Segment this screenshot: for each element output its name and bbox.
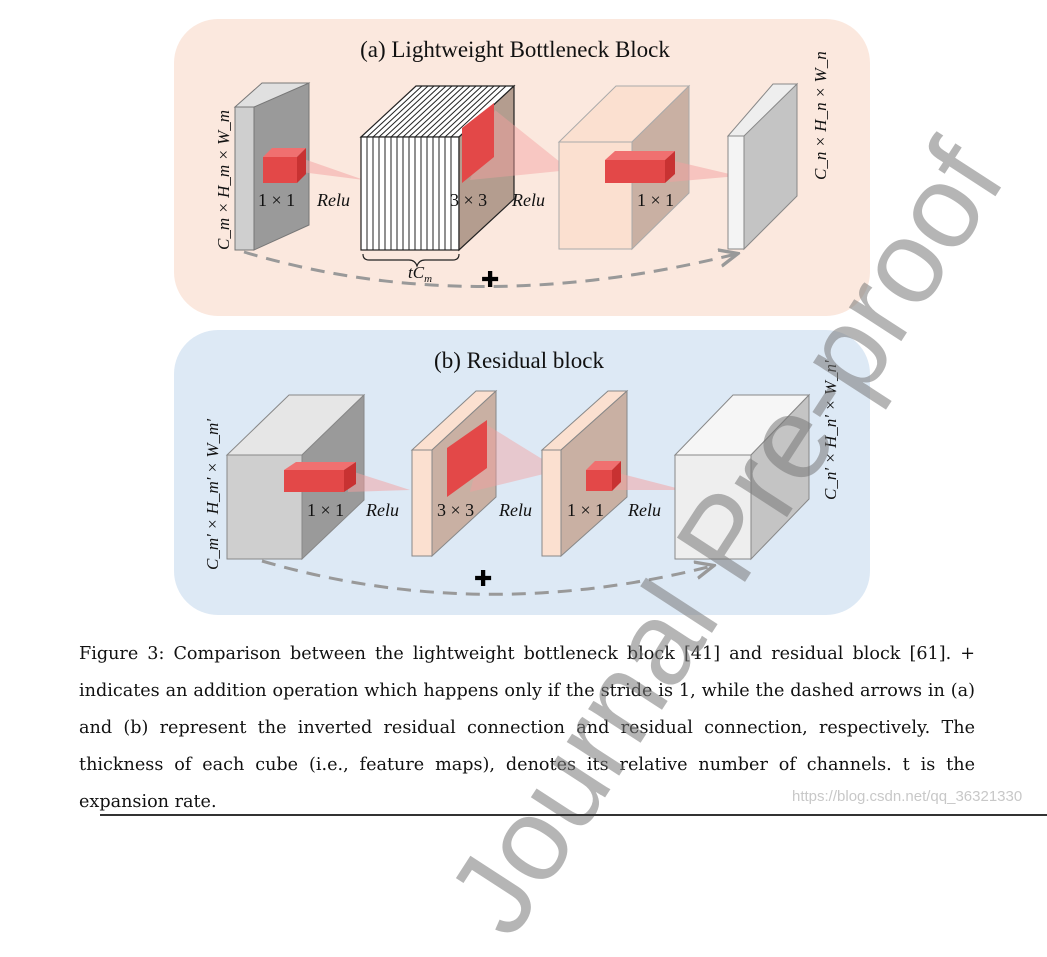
op-label-3x3-b: 3 × 3 (437, 500, 474, 520)
plus-sign-b: ✚ (474, 567, 492, 592)
kernel-1x1-b2 (586, 461, 684, 491)
op-label-1x1-b2: 1 × 1 (567, 500, 604, 520)
caption-text: Figure 3: Comparison between the lightwe… (79, 644, 975, 812)
input-dim-b: C_m' × H_m' × W_m' (203, 419, 222, 570)
expansion-label: tCm (408, 263, 432, 285)
op-label-1x1: 1 × 1 (258, 190, 295, 210)
expansion-brace (362, 253, 460, 268)
figure-diagram: (a) Lightweight Bottleneck Block 1 × 1 R… (174, 19, 870, 615)
panel-a-title: (a) Lightweight Bottleneck Block (360, 37, 670, 62)
plus-sign-a: ✚ (481, 268, 499, 293)
output-feature-map-a (726, 82, 799, 251)
output-dim-a: C_n × H_n × W_n (811, 51, 830, 180)
kernel-1x1-b1 (284, 462, 410, 492)
figure-caption: Figure 3: Comparison between the lightwe… (79, 636, 975, 821)
op-label-1x1-2: 1 × 1 (637, 190, 674, 210)
source-watermark: https://blog.csdn.net/qq_36321330 (792, 788, 1023, 805)
kernel-1x1-a2 (605, 151, 738, 183)
op-label-1x1-b: 1 × 1 (307, 500, 344, 520)
input-dim-a: C_m × H_m × W_m (214, 110, 233, 250)
kernel-3x3-b (447, 420, 560, 497)
panel-b-title: (b) Residual block (434, 348, 604, 373)
op-label-relu-b2: Relu (498, 500, 532, 520)
op-label-3x3: 3 × 3 (450, 190, 487, 210)
kernel-3x3-a (462, 103, 570, 183)
output-dim-b: C_n' × H_n' × W_n' (821, 360, 840, 500)
output-feature-map-b (673, 393, 811, 561)
kernel-1x1-a1 (263, 148, 364, 183)
op-label-relu-b: Relu (365, 500, 399, 520)
residual-arrow (261, 559, 712, 596)
bottom-rule (100, 814, 1047, 816)
op-label-relu: Relu (316, 190, 350, 210)
panel-a-background (174, 19, 870, 316)
op-label-relu-2: Relu (511, 190, 545, 210)
inverted-residual-arrow (243, 252, 736, 288)
expanded-feature-map-a (359, 84, 516, 252)
op-label-relu-b3: Relu (627, 500, 661, 520)
